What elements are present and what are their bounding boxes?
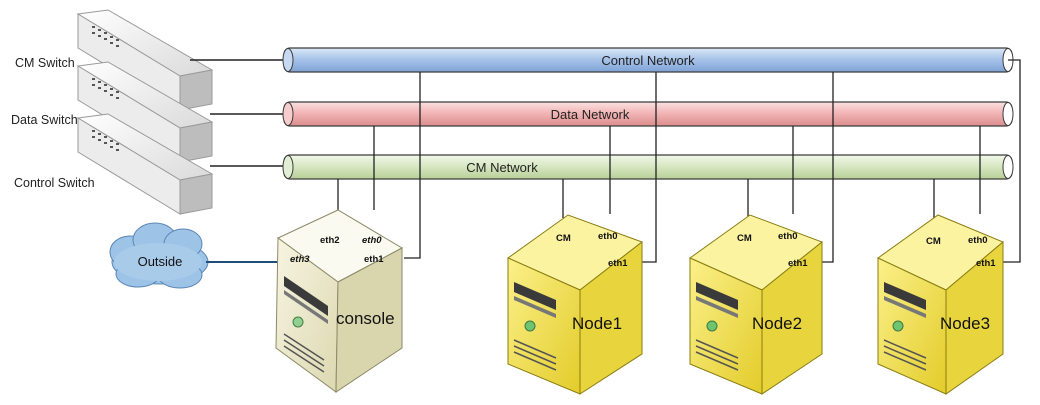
node2-eth0-label: eth0 <box>778 231 798 242</box>
switch-stack <box>76 9 214 215</box>
node2-name-label: Node2 <box>752 314 802 333</box>
console-eth1-label: eth1 <box>364 254 384 265</box>
console-name-label: console <box>336 309 395 328</box>
console-eth3-label: eth3 <box>290 254 310 265</box>
node2-eth1-label: eth1 <box>788 258 808 269</box>
node3-eth1-label: eth1 <box>976 258 996 269</box>
node3-cm-label: CM <box>926 236 941 247</box>
node1-eth1-label: eth1 <box>608 258 628 269</box>
console-eth0-label: eth0 <box>362 235 382 246</box>
control-switch-label: Control Switch <box>14 176 95 190</box>
data-network-label: Data Network <box>551 107 630 122</box>
control-switch-icon <box>76 113 214 215</box>
console-server-icon <box>275 209 404 393</box>
control-network-label: Control Network <box>601 53 695 68</box>
switch-links <box>190 59 287 167</box>
node2-cm-label: CM <box>737 233 752 244</box>
cm-network-label: CM Network <box>466 160 538 175</box>
node3-server-icon <box>877 214 1004 395</box>
network-drop-lines <box>337 59 1021 263</box>
node1-eth0-label: eth0 <box>598 231 618 242</box>
control-network-pipe <box>282 47 1014 73</box>
cm-switch-label: CM Switch <box>15 56 75 70</box>
data-switch-label: Data Switch <box>11 113 78 127</box>
node3-name-label: Node3 <box>940 314 990 333</box>
data-network-pipe <box>282 101 1014 127</box>
node1-server-icon <box>506 214 644 395</box>
console-eth2-label: eth2 <box>320 235 340 246</box>
node3-eth0-label: eth0 <box>968 235 988 246</box>
outside-label: Outside <box>138 254 183 269</box>
cm-network-pipe <box>282 154 1014 180</box>
cloud-icon <box>109 222 209 289</box>
node1-cm-label: CM <box>556 233 571 244</box>
node1-name-label: Node1 <box>572 314 622 333</box>
node2-server-icon <box>688 214 823 395</box>
cm-switch-icon <box>76 9 214 111</box>
